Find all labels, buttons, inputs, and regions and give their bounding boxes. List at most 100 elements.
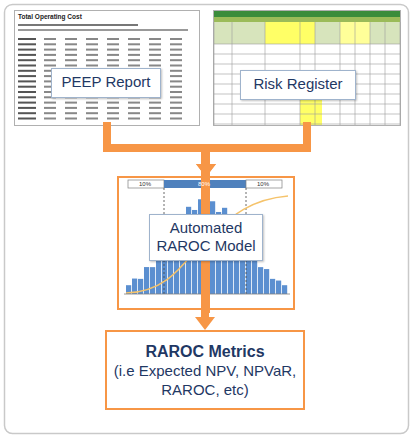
sheet-row [65,65,77,67]
percent-label: 80% [198,180,210,188]
sheet-row [107,118,119,120]
histogram-bar [282,285,287,294]
sheet-row [18,86,36,88]
sheet-row [18,102,36,104]
sheet-row [18,118,36,120]
output-box: RAROC Metrics(i.e Expected NPV, NPVaR, R… [105,330,305,410]
sheet-row [18,70,36,72]
sheet-row [170,102,182,104]
sheet-row [107,59,119,61]
grid-line [400,22,401,125]
sheet-row [149,59,161,61]
panel-label: Automated RAROC Model [149,214,263,261]
sheet-row [18,96,36,98]
histogram-bar [264,269,269,294]
sheet-row [86,107,98,109]
sheet-row [107,43,119,45]
sheet-row [44,49,56,51]
sheet-row [107,38,119,40]
sheet-row [149,43,161,45]
box-body: (i.e Expected NPV, NPVaR, RAROC, etc) [113,361,297,399]
sheet-row [170,59,182,61]
grid-line [214,22,215,125]
histogram-bar [270,279,275,294]
peep-rows [18,24,188,120]
sheet-row [65,49,77,51]
sheet-row [170,80,182,82]
sheet-row [44,59,56,61]
sheet-row [18,43,36,45]
sheet-row [65,38,77,40]
panel-label: Risk Register [240,70,356,100]
percent-band [128,180,164,188]
sheet-row [128,112,140,114]
grid-line [385,22,386,125]
sheet-row [18,80,36,82]
sheet-row [86,59,98,61]
box-heading: RAROC Metrics [145,342,264,361]
grid-line [214,54,400,55]
sheet-row [65,102,77,104]
sheet-row [170,75,182,77]
percent-label: 10% [139,180,151,188]
sheet-row [86,43,98,45]
peep-thumbnail [15,11,200,126]
sheet-row [65,43,77,45]
grid-line [214,64,400,65]
histogram-bar [276,281,281,294]
sheet-row [86,112,98,114]
sheet-row [128,118,140,120]
sheet-row [18,91,36,93]
sheet-row [44,112,56,114]
histogram-bar [150,267,155,294]
sheet-row [44,102,56,104]
x-axis [124,294,290,295]
panel-label: PEEP Report [51,68,161,98]
risk-grid [214,22,400,125]
sheet-row [86,102,98,104]
sheet-row [128,107,140,109]
sheet-row [128,38,140,40]
percent-band [246,180,282,188]
percent-band [164,180,246,188]
sheet-row [44,118,56,120]
sheet-row [149,65,161,67]
sheet-row [128,54,140,56]
sheet-row [86,65,98,67]
sheet-row [65,59,77,61]
grid-line [214,44,400,45]
histogram [126,194,287,294]
chart-frame [118,177,294,309]
sheet-row [44,43,56,45]
sheet-header [214,11,400,17]
sheet-row [107,49,119,51]
sheet-row [170,54,182,56]
sheet-row [128,49,140,51]
sheet-row [107,107,119,109]
sheet-row [149,38,161,40]
sheet-row [86,49,98,51]
sheet-row [170,43,182,45]
sheet-row [170,107,182,109]
arrow-head [196,164,216,177]
source-panel: Automated RAROC Model [118,177,294,309]
histogram-bar [258,267,263,294]
sheet-row [18,54,36,56]
sheet-row [149,107,161,109]
sheet-row [128,65,140,67]
sheet-row [170,38,182,40]
sheet-row [170,65,182,67]
sheet-row [107,65,119,67]
sheet-row [86,38,98,40]
grid-line [370,22,371,125]
flow-line [206,126,307,166]
sheet-row [128,59,140,61]
sheet-row [149,112,161,114]
sheet-header [214,22,400,44]
sheet-row [44,54,56,56]
flow-arrow [196,126,307,177]
arrow-head [195,317,215,330]
sheet-row [170,91,182,93]
risk-thumbnail [214,11,401,126]
sheet-row [149,49,161,51]
